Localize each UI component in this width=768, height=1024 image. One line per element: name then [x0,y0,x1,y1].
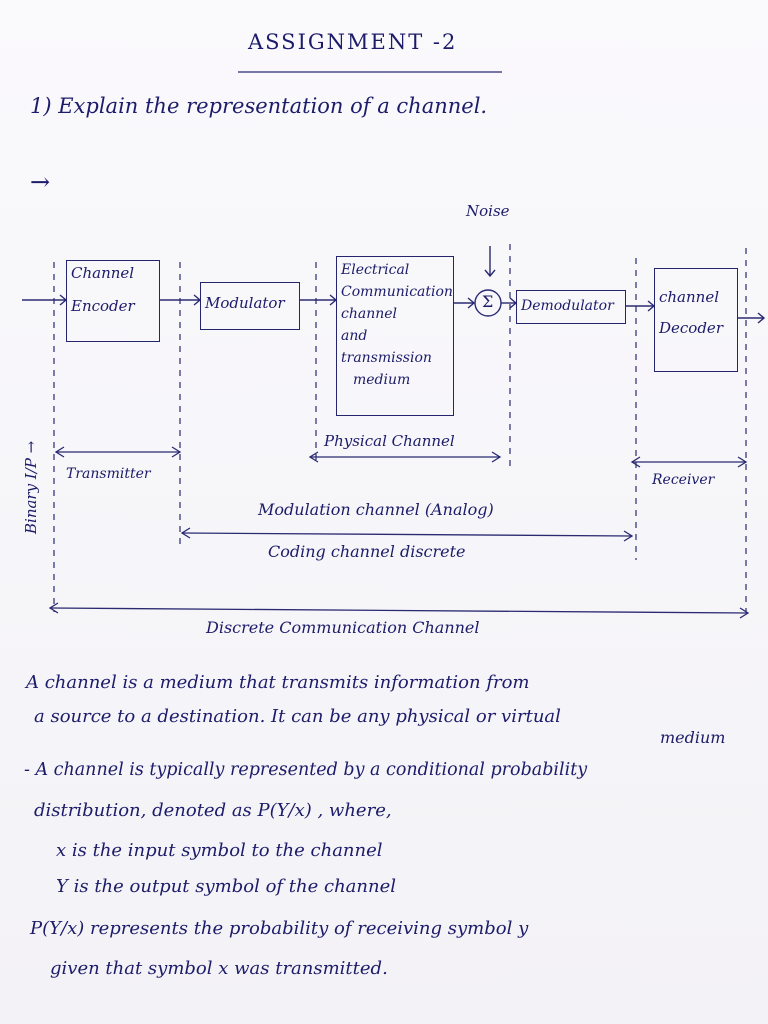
decoder-line-2: Decoder [659,319,723,337]
encoder-line-2: Encoder [71,297,135,315]
electrical-line-2: Communication [341,284,453,300]
question-heading: 1) Explain the representation of a chann… [30,94,488,118]
answer-arrow: → [30,168,51,196]
noise-label: Noise [466,202,510,220]
paragraph-2-line-4: Y is the output symbol of the channel [56,876,396,897]
channel-decoder-block: channel Decoder [654,268,738,372]
decoder-line-1: channel [659,288,719,306]
paragraph-1-line-3: medium [660,728,726,747]
paragraph-2-line-2: distribution, denoted as P(Y/x) , where, [34,800,392,821]
physical-channel-label: Physical Channel [324,432,455,450]
modulator-block: Modulator [200,282,300,330]
electrical-line-5: transmission [341,350,432,366]
channel-encoder-block: Channel Encoder [66,260,160,342]
electrical-line-1: Electrical [341,262,410,278]
electrical-line-4: and [341,328,368,344]
electrical-line-6: medium [353,372,411,388]
paragraph-2-line-1: - A channel is typically represented by … [24,760,588,780]
paragraph-1-line-2: a source to a destination. It can be any… [34,706,561,727]
summer-symbol: Σ [482,292,494,311]
electrical-channel-block: Electrical Communication channel and tra… [336,256,454,416]
paragraph-2-line-6: given that symbol x was transmitted. [50,958,388,979]
transmitter-label: Transmitter [66,466,151,482]
encoder-line-1: Channel [71,264,135,282]
binary-input-label: Binary I/P → [22,440,40,534]
modulation-channel-label: Modulation channel (Analog) [258,500,494,519]
paragraph-2-line-3: x is the input symbol to the channel [56,840,383,861]
demodulator-block: Demodulator [516,290,626,324]
coding-channel-label: Coding channel discrete [268,542,466,561]
receiver-label: Receiver [652,472,715,488]
electrical-line-3: channel [341,306,397,322]
paragraph-2-line-5: P(Y/x) represents the probability of rec… [30,918,529,939]
page-title: ASSIGNMENT -2 [248,30,458,54]
paragraph-1-line-1: A channel is a medium that transmits inf… [26,672,530,693]
discrete-channel-label: Discrete Communication Channel [206,618,480,637]
